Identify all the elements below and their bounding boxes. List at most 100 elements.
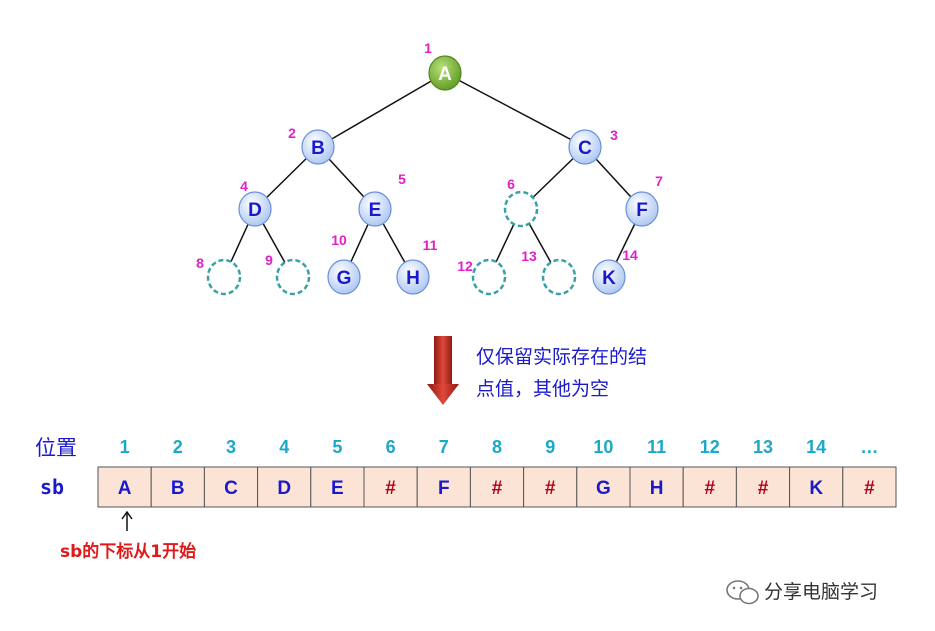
array-cell-box (310, 466, 365, 508)
tree-edge (317, 72, 446, 148)
wechat-logo-icon (726, 580, 759, 605)
position-header: 3 (226, 437, 236, 457)
node-index-label: 4 (240, 178, 248, 194)
array-cell-value: F (438, 478, 450, 499)
tree-node: F7 (625, 173, 663, 227)
array-cell: B (150, 466, 205, 508)
node-index-label: 13 (521, 248, 537, 264)
node-index-label: 14 (622, 247, 638, 263)
index-note: sb的下标从1开始 (60, 541, 196, 562)
position-header: 5 (332, 437, 342, 457)
arrow-caption-line2: 点值，其他为空 (476, 378, 609, 400)
node-label: C (578, 138, 592, 159)
node-label: F (636, 200, 648, 221)
array-cell-value: # (758, 478, 769, 499)
empty-node-circle (541, 258, 577, 296)
array-cell: D (257, 466, 312, 508)
array-cell-box (203, 466, 259, 508)
array-cell-value: # (864, 478, 875, 499)
node-index-label: 6 (507, 176, 515, 192)
node-index-label: 8 (196, 255, 204, 271)
node-circle (396, 259, 430, 295)
position-header: 6 (386, 437, 396, 457)
array-cell: # (363, 466, 418, 508)
array-cell-box (257, 466, 312, 508)
node-circle (568, 129, 602, 165)
sb-row-label: sb (40, 475, 64, 499)
tree-node: D4 (238, 178, 272, 227)
arrow-caption-line1: 仅保留实际存在的结 (476, 346, 647, 368)
tree-node: C3 (568, 127, 618, 165)
array-cell-value: H (650, 478, 664, 499)
node-label: G (337, 268, 352, 289)
array-cell-box (682, 466, 737, 508)
array-cells: A B C D E # F # # G H # # K # (97, 466, 897, 508)
tree-node: G 10 (327, 232, 361, 295)
position-header: 14 (806, 437, 826, 457)
tree-node: B2 (288, 125, 335, 165)
array-cell-value: G (596, 478, 611, 499)
tree-node: E5 (358, 171, 406, 227)
node-index-label: 1 (424, 40, 432, 56)
down-arrow-icon (427, 336, 459, 405)
array-cell-box (97, 466, 152, 508)
node-index-label: 9 (265, 252, 273, 268)
node-circle (301, 129, 335, 165)
array-cell-value: B (171, 478, 185, 499)
position-header: 4 (279, 437, 289, 457)
position-header: 7 (439, 437, 449, 457)
watermark-text: 分享电脑学习 (764, 581, 878, 603)
array-cell-value: E (331, 478, 344, 499)
node-circle (592, 259, 626, 295)
node-index-label: 7 (655, 173, 663, 189)
position-header: … (860, 437, 878, 457)
array-cell: # (682, 466, 737, 508)
empty-tree-node: 8 (196, 255, 242, 296)
array-cell-box (469, 466, 525, 508)
array-cell-value: C (224, 478, 238, 499)
empty-tree-node: 13 (521, 248, 577, 296)
node-label: E (369, 200, 382, 221)
empty-node-circle (275, 258, 311, 296)
tree-edge (444, 72, 586, 148)
position-header: 1 (120, 437, 130, 457)
array-cell: F (416, 466, 471, 508)
tree-node: H11 (396, 237, 438, 295)
node-circle (238, 191, 272, 227)
array-cell: A (97, 466, 152, 508)
array-cell: # (842, 466, 897, 508)
node-circle (428, 55, 462, 91)
empty-tree-node: 9 (265, 252, 311, 296)
array-cell-value: D (277, 478, 291, 499)
node-label: H (406, 268, 420, 289)
position-header: 10 (593, 437, 613, 457)
position-header: 12 (700, 437, 720, 457)
array-cell: C (203, 466, 259, 508)
position-header-label: 位置 (35, 436, 77, 460)
array-cell: K (789, 466, 844, 508)
array-cell: # (735, 466, 791, 508)
array-cell-box (576, 466, 631, 508)
array-cell: H (629, 466, 684, 508)
empty-node-circle (503, 190, 539, 228)
array-cell-box (416, 466, 471, 508)
empty-node-circle (471, 258, 507, 296)
position-header: 9 (545, 437, 555, 457)
position-header: 13 (753, 437, 773, 457)
array-cell-value: A (118, 478, 132, 499)
array-cell-value: # (492, 478, 503, 499)
empty-node-circle (206, 258, 242, 296)
array-cell: E (310, 466, 365, 508)
array-cell: # (523, 466, 578, 508)
array-cell-value: # (705, 478, 716, 499)
node-index-label: 5 (398, 171, 406, 187)
array-cell-box (523, 466, 578, 508)
empty-tree-node: 12 (457, 258, 507, 296)
position-header: 11 (647, 437, 666, 457)
node-index-label: 2 (288, 125, 296, 141)
node-index-label: 3 (610, 127, 618, 143)
node-index-label: 10 (331, 232, 347, 248)
